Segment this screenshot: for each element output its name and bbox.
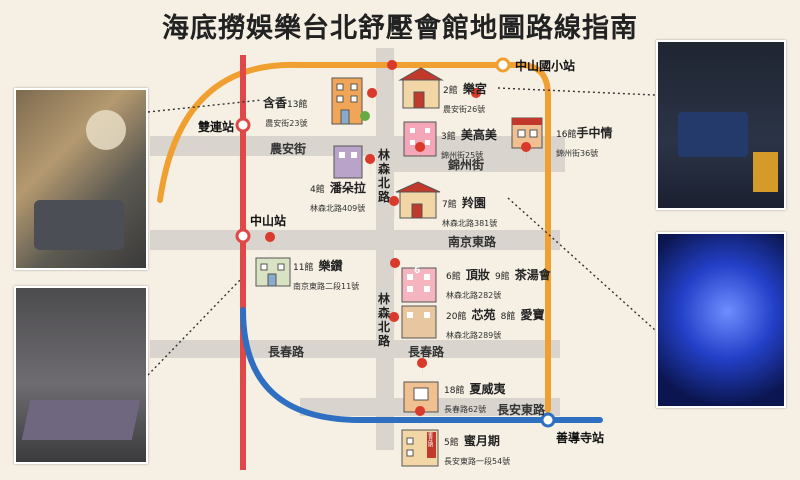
road-jinzhou [380, 154, 565, 172]
pin-icon [389, 196, 400, 218]
building-sign-miyueqi: 蜜月期 [427, 432, 433, 447]
pin-icon [387, 60, 398, 82]
road-nanjing-east [150, 230, 560, 250]
pin-icon [417, 358, 428, 380]
road-label-nanjing-east: 南京東路 [448, 235, 497, 249]
photo-massage-room [14, 286, 148, 464]
pin-icon [415, 406, 426, 428]
building-dingzhuang [401, 267, 437, 303]
branch-xinyuan-aibao: 20館 芯苑 8館 愛寶 林森北路289號 [446, 308, 545, 340]
road-label-changan-east: 長安東路 [497, 403, 546, 417]
branch-panduola: 4館 潘朵拉 林森北路409號 [310, 181, 366, 213]
road-linsen-north-upper [376, 48, 394, 258]
station-label-shandao: 善導寺站 [556, 431, 605, 445]
pin-icon [389, 312, 400, 334]
branch-legong: 2館 樂宮 農安街26號 [443, 82, 487, 114]
road-changchun [150, 340, 560, 358]
station-marker-shuanglian [235, 117, 251, 133]
building-legong [398, 67, 444, 109]
photo-lounge [14, 88, 148, 270]
road-label-changchun-mid: 長春路 [408, 345, 445, 359]
road-label-jinzhou: 錦州街 [448, 158, 485, 172]
pin-icon [390, 258, 401, 280]
station-marker-shandao [540, 412, 556, 428]
station-label-shuanglian: 雙連站 [198, 120, 235, 134]
road-label-linsen-north-upper: 林森北路 [377, 148, 390, 204]
branch-xiaweiyi: 18館 夏威夷 長春路62號 [444, 382, 506, 414]
branch-lingyuan: 7館 羚園 林森北路381號 [442, 196, 498, 228]
station-label-zhongshan-elem: 中山國小站 [515, 59, 576, 73]
photo-sofa-room [656, 40, 786, 210]
pin-icon [265, 232, 276, 254]
pin-icon [365, 154, 376, 176]
building-panduola [333, 145, 363, 179]
branch-meigaomei: 3館 美高美 錦州街25號 [441, 128, 497, 160]
building-lingyuan [395, 181, 441, 219]
station-marker-zhongshan-elem [495, 57, 511, 73]
pin-icon [367, 88, 378, 110]
pin-icon [415, 142, 426, 164]
building-xinyuan [401, 305, 437, 339]
branch-hanxiang: 含香13館 農安街23號 [263, 96, 308, 128]
branch-dingzhuang-chatanghui: 6館 頂妝 9館 茶湯會 林森北路282號 [446, 268, 551, 300]
station-label-zhongshan: 中山站 [250, 214, 287, 228]
building-sign-6: 6 [414, 266, 421, 276]
branch-lezuan: 11館 樂鑽 南京東路二段11號 [293, 259, 360, 291]
building-lezuan [255, 257, 291, 287]
branch-shouzhongqing: 16館手中情 錦州街36號 [556, 126, 613, 158]
building-hanxiang [331, 77, 370, 125]
photo-corridor [656, 232, 786, 408]
location-pins [265, 60, 532, 428]
road-label-changchun-left: 長春路 [268, 345, 305, 359]
pin-icon [521, 142, 532, 164]
pin-icon [471, 88, 482, 110]
blue-line [240, 307, 603, 423]
building-miyueqi [401, 429, 439, 467]
leader-lines [147, 87, 656, 376]
station-marker-zhongshan [235, 228, 251, 244]
buildings [255, 67, 543, 467]
branch-miyueqi: 5館 蜜月期 長安東路一段54號 [444, 434, 511, 466]
road-label-nongan: 農安街 [270, 142, 307, 156]
road-label-linsen-north-lower: 林森北路 [377, 292, 390, 348]
orange-line [157, 61, 551, 413]
roads [150, 48, 565, 450]
page-title: 海底撈娛樂台北舒壓會館地圖路線指南 [162, 13, 638, 44]
